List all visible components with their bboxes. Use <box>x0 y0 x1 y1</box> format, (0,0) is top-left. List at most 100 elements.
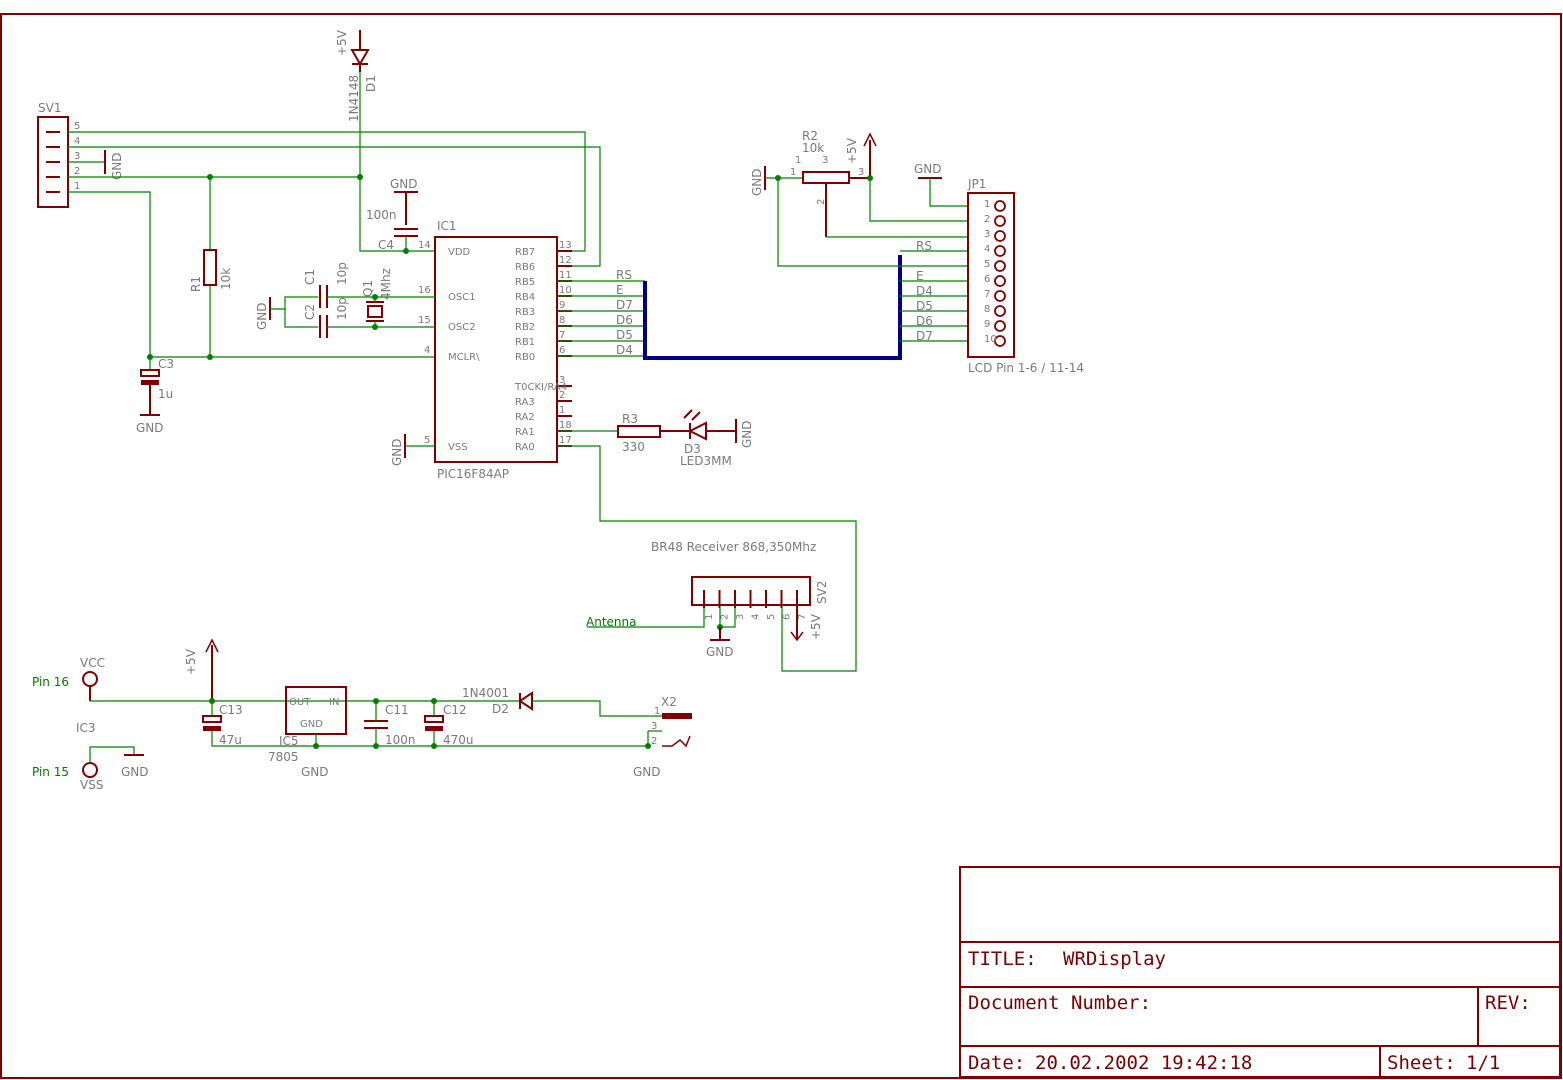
jp1-pin-number: 1 <box>984 199 990 210</box>
power-supply: VCC Pin 16 IC3 Pin 15 VSS GND +5V C13 47… <box>32 638 692 792</box>
d2-value: 1N4001 <box>462 686 509 700</box>
ic1-pin-name: RB2 <box>515 322 535 333</box>
x2-pin-1: 1 <box>654 706 660 717</box>
ic1-value: PIC16F84AP <box>437 467 509 481</box>
title-block: TITLE: WRDisplay Document Number: REV: D… <box>959 866 1561 1078</box>
net-d5-lcd: D5 <box>916 299 933 313</box>
net-d7-ic: D7 <box>616 298 633 312</box>
capacitor-c4: GND 100n C4 <box>366 177 418 254</box>
r2-gnd: GND <box>750 168 764 196</box>
c3-gnd: GND <box>136 421 164 435</box>
ic1-pin-number: 7 <box>559 330 565 341</box>
ic1-pin-number: 3 <box>559 375 565 386</box>
net-d6-lcd: D6 <box>916 314 933 328</box>
d1-value: 1N4148 <box>347 75 361 122</box>
ic1-pic16f84ap: IC1 PIC16F84AP VDD OSC1 OSC2 MCLR\ VSS 1… <box>418 219 572 481</box>
ic1-pin-vdd: VDD <box>448 247 471 258</box>
reg-gnd: GND <box>300 719 323 730</box>
c11-value: 100n <box>385 733 416 747</box>
r2-pin-2: 2 <box>816 199 827 205</box>
c13-name: C13 <box>219 703 243 717</box>
ic1-pin-number: 2 <box>559 390 565 401</box>
sheet-label: Sheet: <box>1387 1052 1456 1074</box>
c4-name: C4 <box>378 238 394 252</box>
net-e-lcd: E <box>916 269 924 283</box>
c12-value: 470u <box>443 733 474 747</box>
pin16-label: Pin 16 <box>32 675 69 689</box>
jp1-pin-number: 6 <box>984 274 990 285</box>
jp1-pin-number: 3 <box>984 229 990 240</box>
osc-gnd: GND <box>255 302 269 330</box>
ic1-pin-vss: VSS <box>448 442 468 453</box>
jp1-pin-number: 2 <box>984 214 990 225</box>
ic5-name: IC5 <box>279 734 299 748</box>
ic1-pin-number: 11 <box>559 270 572 281</box>
sv1-name: SV1 <box>38 101 61 115</box>
jp1-pin-socket <box>994 335 1006 347</box>
r2-supply: +5V <box>845 137 859 164</box>
sv2-pin-number: 4 <box>751 614 762 620</box>
reg-out: OUT <box>289 697 311 708</box>
sv2-pin-number: 1 <box>704 614 715 620</box>
c1-name: C1 <box>303 269 317 285</box>
ic1-num-14: 14 <box>418 240 431 251</box>
x2-name: X2 <box>661 695 677 709</box>
ic1-pin-name: RB3 <box>515 307 535 318</box>
r3-name: R3 <box>622 412 638 426</box>
reg-in: IN <box>329 697 339 708</box>
sv1-pin-4: 4 <box>74 136 80 147</box>
x2-gnd: GND <box>633 765 661 779</box>
ic5-value: 7805 <box>268 750 299 764</box>
sv1-gnd-label: GND <box>110 152 124 180</box>
jp1-pin-number: 10 <box>984 334 997 345</box>
sv2-pin-number: 7 <box>797 614 808 620</box>
vss-gnd-label: GND <box>390 438 404 466</box>
ic1-pin-number: 12 <box>559 255 572 266</box>
ic1-name: IC1 <box>437 219 457 233</box>
jp1-pin-socket <box>994 245 1006 257</box>
led-indicator: R3 330 D3 LED3MM GND <box>557 409 754 468</box>
date-value: 20.02.2002 19:42:18 <box>1035 1052 1252 1074</box>
r2-pin-1: 1 <box>790 167 796 178</box>
ic1-pin-number: 6 <box>559 345 565 356</box>
d3-gnd: GND <box>740 420 754 448</box>
title-value: WRDisplay <box>1063 948 1166 970</box>
ic1-pin-osc1: OSC1 <box>448 292 476 303</box>
document-number-label: Document Number: <box>968 992 1151 1014</box>
net-rs-lcd: RS <box>916 239 932 253</box>
jp1-pin-number: 9 <box>984 319 990 330</box>
c2-value: 10p <box>335 297 349 320</box>
jp1-pin-number: 5 <box>984 259 990 270</box>
sv2-pin-number: 6 <box>782 614 793 620</box>
jp1-pin-socket <box>994 200 1006 212</box>
ic1-num-5: 5 <box>424 435 430 446</box>
jp1-pin-socket <box>994 305 1006 317</box>
potentiometer-r2: R2 10k 1 3 1 3 2 GND +5V GND <box>750 129 968 267</box>
vcc-label: VCC <box>80 656 105 670</box>
ic5-gnd: GND <box>301 765 329 779</box>
jp1-pin-socket <box>994 290 1006 302</box>
c4-gnd: GND <box>390 177 418 191</box>
c3-name: C3 <box>158 357 174 371</box>
sv2-note: BR48 Receiver 868,350Mhz <box>651 540 816 554</box>
pin15-label: Pin 15 <box>32 765 69 779</box>
jp1-name: JP1 <box>967 177 986 191</box>
ic1-pin-name: RA1 <box>515 427 535 438</box>
reg-supply: +5V <box>184 648 198 675</box>
d1-name: D1 <box>364 75 378 92</box>
net-e-ic: E <box>616 283 624 297</box>
r2-pin-1-top: 1 <box>795 155 801 166</box>
capacitor-c3: C3 1u GND <box>136 357 174 435</box>
ic1-num-4: 4 <box>424 345 430 356</box>
net-rs-ic: RS <box>616 268 632 282</box>
antenna-label: Antenna <box>586 615 636 629</box>
sv1-pin-1: 1 <box>74 181 80 192</box>
r2-pin-3-top: 3 <box>822 155 828 166</box>
c3-value: 1u <box>158 387 173 401</box>
ic3-gnd: GND <box>121 765 149 779</box>
